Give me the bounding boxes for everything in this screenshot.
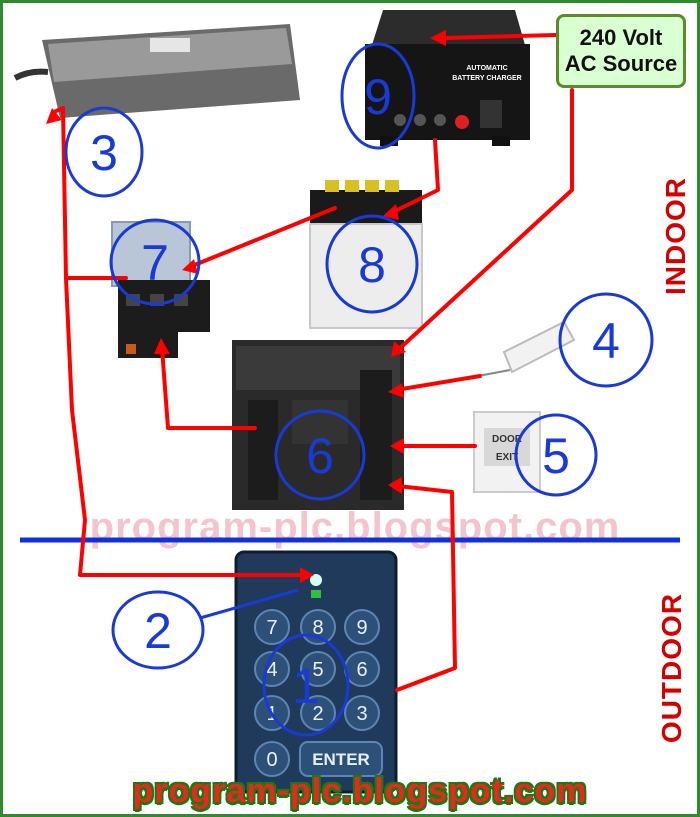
- callout-5-label: 5: [542, 428, 570, 484]
- callout-1-circle: [262, 633, 350, 737]
- keypad-key-label: 9: [356, 617, 367, 639]
- exit-label-1: DOOR: [492, 434, 523, 445]
- arrow-sensor: [388, 383, 404, 398]
- arrow-battery: [383, 204, 399, 220]
- keypad-key-label: 2: [312, 703, 323, 725]
- wire-relay-lock: [52, 106, 128, 280]
- exit-label-2: EXIT: [496, 452, 518, 463]
- ac-source-box: 240 Volt AC Source: [556, 14, 686, 88]
- arrow-relay-socket: [154, 338, 170, 354]
- callout-2-leader: [199, 588, 299, 620]
- outdoor-zone-label: OUTDOOR: [656, 592, 687, 744]
- keypad-enter-label: ENTER: [312, 750, 370, 769]
- callout-8-label: 8: [358, 237, 386, 293]
- callout-2-label: 2: [144, 603, 172, 659]
- callout-5-circle: [514, 413, 598, 497]
- wire-relay-keypad-light: [64, 276, 305, 577]
- battery-cell-3: [365, 180, 379, 192]
- callout-6-circle: [274, 409, 366, 501]
- lock-cable: [13, 68, 49, 81]
- callout-7-circle: [109, 218, 201, 306]
- callout-4-circle: [558, 292, 654, 388]
- callout-1-label: 1: [292, 658, 320, 714]
- wire-source-charger: [443, 33, 558, 40]
- socket-clip: [126, 344, 136, 354]
- callout-2-circle: [111, 590, 205, 670]
- indoor-zone-label: INDOOR: [660, 177, 691, 295]
- sensor-body: [502, 320, 576, 374]
- keypad-key-label: 3: [356, 703, 367, 725]
- keypad-key-3[interactable]: [344, 695, 380, 731]
- keypad-key-9[interactable]: [344, 609, 380, 645]
- charger-start-button: [455, 115, 469, 129]
- keypad-key-label: 5: [312, 659, 323, 681]
- sensor-wire: [477, 369, 511, 377]
- magnetic-lock: [13, 24, 300, 118]
- wire-source-plc: [396, 88, 574, 352]
- battery-cell-2: [345, 180, 359, 192]
- arrow-keypad-plc: [388, 477, 402, 494]
- callout-9-label: 9: [364, 69, 392, 125]
- battery-cell-4: [385, 180, 399, 192]
- wire-keypad-plc: [395, 484, 457, 692]
- keypad-key-0[interactable]: [254, 741, 290, 777]
- callout-8-circle: [325, 214, 419, 314]
- arrow-plc-top: [391, 341, 406, 357]
- keypad-key-label: 7: [266, 617, 277, 639]
- callout-circles: [64, 42, 654, 737]
- charger-label-area: [452, 58, 522, 84]
- callout-3-circle: [64, 106, 144, 198]
- keypad-lock-indicator: [311, 590, 321, 598]
- plc-left-terminals: [248, 400, 278, 500]
- keypad-key-label: 6: [356, 659, 367, 681]
- arrow-lock: [46, 108, 62, 124]
- lock-label-plate: [150, 38, 190, 52]
- callout-numbers: 1 2 3 4 5 6 7 8 9: [90, 69, 620, 714]
- wire-charger-battery: [391, 138, 440, 214]
- charger-foot-right: [492, 136, 510, 146]
- charger-power-switch: [480, 100, 502, 128]
- keypad-key-2[interactable]: [300, 695, 336, 731]
- keypad-key-7[interactable]: [254, 609, 290, 645]
- callout-7-label: 7: [141, 235, 169, 291]
- lock-top-face: [48, 28, 292, 82]
- charger-knob-2: [414, 114, 426, 126]
- keypad-key-5[interactable]: [300, 651, 336, 687]
- callout-4-label: 4: [592, 313, 620, 369]
- callout-3-label: 3: [90, 125, 118, 181]
- keypad-status-light: [310, 574, 322, 586]
- charger-label-1: AUTOMATIC: [466, 65, 507, 72]
- charger-knob-1: [394, 114, 406, 126]
- wiring: [52, 33, 574, 692]
- ac-source-line-1: 240 Volt: [579, 25, 663, 50]
- footer-url: program-plc.blogspot.com: [132, 772, 588, 810]
- callout-9-circle: [340, 42, 416, 150]
- wire-battery-relay: [190, 206, 337, 268]
- ac-source-line-2: AC Source: [564, 51, 678, 76]
- arrow-charger: [430, 30, 446, 46]
- door-sensor: [477, 320, 576, 377]
- arrow-exit: [390, 438, 404, 454]
- charger-knob-3: [434, 114, 446, 126]
- charger-foot-left: [380, 136, 398, 146]
- charger-label-2: BATTERY CHARGER: [452, 75, 521, 82]
- wire-plc-relay: [160, 346, 257, 430]
- wire-sensor-plc: [394, 374, 482, 392]
- keypad-key-label: 4: [266, 659, 277, 681]
- keypad-enter-key[interactable]: [299, 741, 383, 777]
- arrow-relay: [182, 259, 198, 274]
- plc-center-panel: [292, 400, 348, 444]
- plc-controller: [232, 340, 404, 510]
- arrow-keypad-light: [300, 567, 314, 583]
- keypad-key-label: 0: [266, 749, 277, 771]
- wire-arrowheads: [46, 30, 446, 583]
- battery-cell-1: [325, 180, 339, 192]
- callout-6-label: 6: [306, 428, 334, 484]
- keypad-key-label: 8: [312, 617, 323, 639]
- plc-right-terminals: [360, 370, 392, 500]
